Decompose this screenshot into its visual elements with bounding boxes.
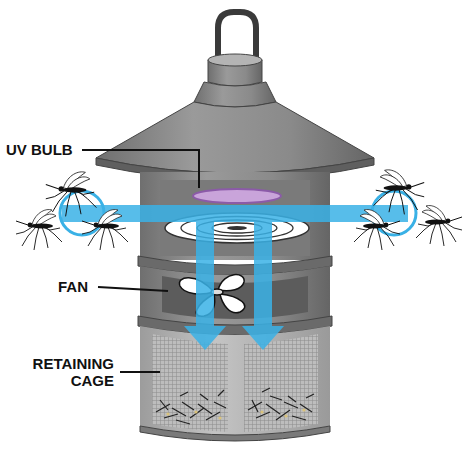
part-label: RETAINING CAGE [14,355,114,389]
part-label: UV BULB [6,141,78,158]
uv-bulb [193,189,281,203]
airflow-arrows [62,205,408,350]
insect-debris [156,388,314,424]
leader-line [120,371,160,373]
mosquitoes [16,170,462,250]
leader-line [82,150,199,188]
retaining-cage [140,326,330,441]
top-cap [194,54,276,107]
fan-section [140,266,330,327]
part-label: FAN [58,278,94,295]
leader-lines [82,150,199,372]
roof [96,102,374,180]
leader-line [98,287,168,291]
